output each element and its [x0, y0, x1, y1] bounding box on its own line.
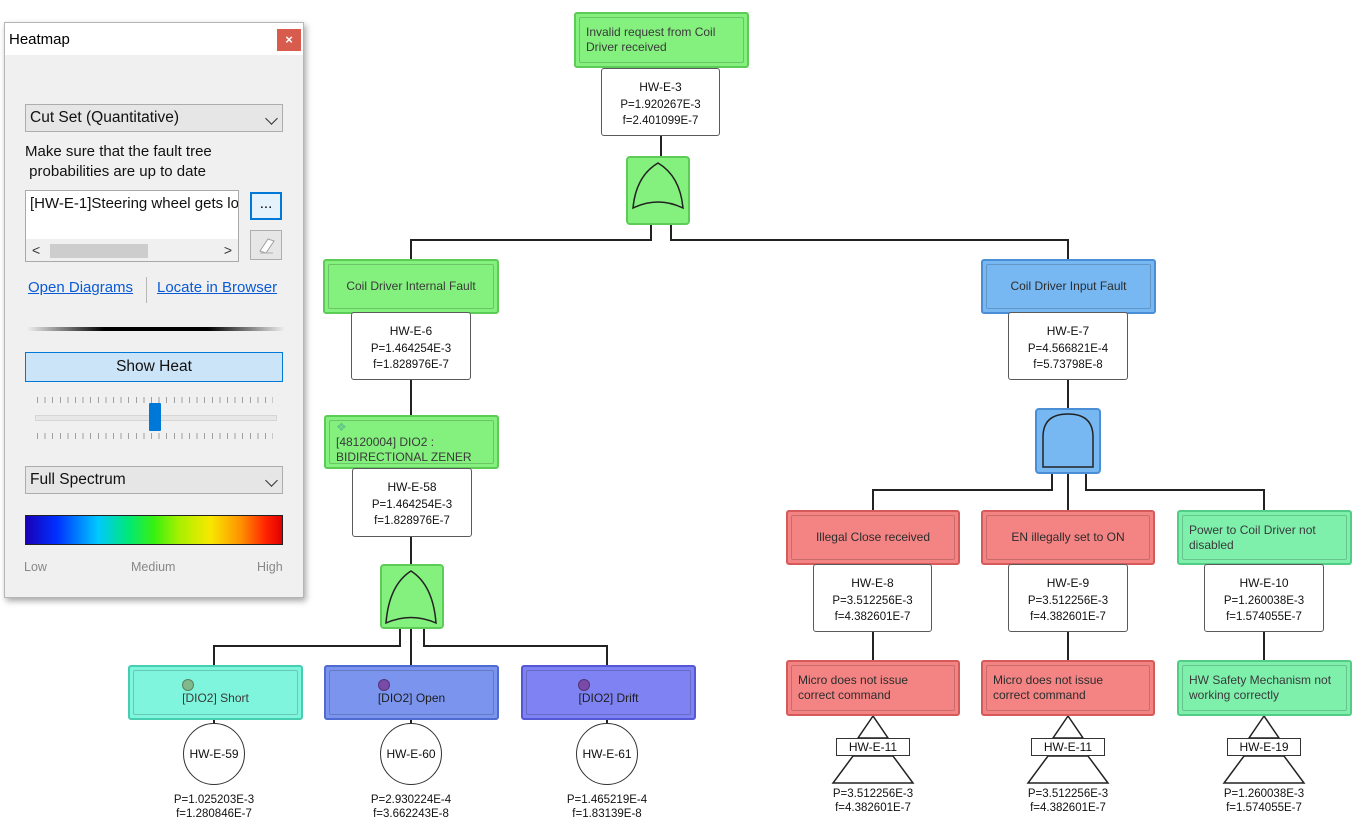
- or-gate-icon: [626, 156, 690, 225]
- basic-event-circle: HW-E-59: [183, 723, 245, 785]
- event-dio2[interactable]: ❖[48120004] DIO2 : BIDIRECTIONAL ZENER: [324, 415, 499, 469]
- spectrum-select[interactable]: Full Spectrum: [25, 466, 283, 494]
- horizontal-scrollbar[interactable]: < >: [26, 239, 238, 261]
- event-probability: P=1.025203E-3 f=1.280846E-7: [173, 794, 255, 820]
- eraser-icon: [259, 238, 275, 254]
- heatmap-panel: Heatmap × Cut Set (Quantitative) Make su…: [4, 22, 304, 598]
- event-info-box: HW-E-3 P=1.920267E-3 f=2.401099E-7: [601, 68, 720, 136]
- event-info-box: HW-E-7 P=4.566821E-4 f=5.73798E-8: [1008, 312, 1128, 380]
- event-internal-fault[interactable]: Coil Driver Internal Fault: [323, 259, 499, 314]
- event-info-box: HW-E-8 P=3.512256E-3 f=4.382601E-7: [813, 564, 932, 632]
- chevron-down-icon: [265, 112, 278, 125]
- event-top[interactable]: Invalid request from Coil Driver receive…: [574, 12, 749, 68]
- transfer-triangle-icon: [1222, 755, 1306, 784]
- heat-spectrum-bar: [25, 515, 283, 545]
- event-probability: P=3.512256E-3 f=4.382601E-7: [832, 788, 914, 814]
- event-input-fault[interactable]: Coil Driver Input Fault: [981, 259, 1156, 314]
- panel-title: Heatmap: [9, 31, 70, 48]
- event-dio2-short[interactable]: [DIO2] Short: [128, 665, 303, 720]
- transfer-label: HW-E-11: [836, 738, 910, 756]
- event-micro-command[interactable]: Micro does not issue correct command: [981, 660, 1155, 716]
- status-dot-icon: [182, 679, 195, 691]
- transfer-triangle-icon: [831, 755, 915, 784]
- event-probability: P=2.930224E-4 f=3.662243E-8: [370, 794, 452, 820]
- event-info-box: HW-E-6 P=1.464254E-3 f=1.828976E-7: [351, 312, 471, 380]
- event-power-not-disabled[interactable]: Power to Coil Driver not disabled: [1177, 510, 1352, 565]
- transfer-triangle-icon: [1026, 755, 1110, 784]
- open-diagrams-link[interactable]: Open Diagrams: [28, 279, 134, 296]
- event-probability: P=3.512256E-3 f=4.382601E-7: [1027, 788, 1109, 814]
- event-illegal-close[interactable]: Illegal Close received: [786, 510, 960, 565]
- or-gate-icon: [380, 564, 444, 629]
- chevron-down-icon: [265, 474, 278, 487]
- cutset-textbox[interactable]: [HW-E-1]Steering wheel gets locked < >: [25, 190, 239, 262]
- slider-thumb[interactable]: [149, 403, 161, 431]
- basic-event-circle: HW-E-61: [576, 723, 638, 785]
- basic-event-circle: HW-E-60: [380, 723, 442, 785]
- event-info-box: HW-E-58 P=1.464254E-3 f=1.828976E-7: [352, 468, 472, 537]
- status-dot-icon: [377, 679, 390, 691]
- browse-button[interactable]: ...: [250, 192, 282, 220]
- slider-ticks-bottom: [37, 433, 273, 439]
- update-note: Make sure that the fault tree probabilit…: [25, 143, 212, 180]
- scroll-thumb[interactable]: [50, 244, 148, 258]
- event-info-box: HW-E-9 P=3.512256E-3 f=4.382601E-7: [1008, 564, 1128, 632]
- event-dio2-open[interactable]: [DIO2] Open: [324, 665, 499, 720]
- transfer-triangle-icon: [856, 714, 890, 739]
- event-info-box: HW-E-10 P=1.260038E-3 f=1.574055E-7: [1204, 564, 1324, 632]
- transfer-label: HW-E-19: [1227, 738, 1301, 756]
- event-hw-safety-mechanism[interactable]: HW Safety Mechanism not working correctl…: [1177, 660, 1352, 716]
- clear-button[interactable]: [250, 230, 282, 260]
- locate-in-browser-link[interactable]: Locate in Browser: [157, 279, 278, 296]
- event-probability: P=1.260038E-3 f=1.574055E-7: [1223, 788, 1305, 814]
- close-button[interactable]: ×: [277, 29, 301, 51]
- transfer-triangle-icon: [1051, 714, 1085, 739]
- scroll-right-icon[interactable]: >: [223, 242, 232, 258]
- transfer-label: HW-E-11: [1031, 738, 1105, 756]
- legend-low: Low: [24, 560, 47, 574]
- slider-ticks-top: [37, 397, 273, 403]
- close-icon: ×: [285, 32, 293, 47]
- event-micro-command[interactable]: Micro does not issue correct command: [786, 660, 960, 716]
- event-dio2-drift[interactable]: [DIO2] Drift: [521, 665, 696, 720]
- legend-high: High: [257, 560, 283, 574]
- scroll-left-icon[interactable]: <: [32, 242, 41, 258]
- status-dot-icon: [578, 679, 591, 691]
- section-divider: [27, 327, 285, 331]
- event-probability: P=1.465219E-4 f=1.83139E-8: [566, 794, 648, 820]
- component-icon: ❖: [336, 419, 347, 434]
- event-en-illegally-on[interactable]: EN illegally set to ON: [981, 510, 1155, 565]
- show-heat-button[interactable]: Show Heat: [25, 352, 283, 382]
- transfer-triangle-icon: [1247, 714, 1281, 739]
- and-gate-icon: [1035, 408, 1101, 474]
- mode-select[interactable]: Cut Set (Quantitative): [25, 104, 283, 132]
- link-separator: [146, 277, 147, 303]
- legend-medium: Medium: [131, 560, 176, 574]
- panel-titlebar: Heatmap ×: [5, 23, 303, 55]
